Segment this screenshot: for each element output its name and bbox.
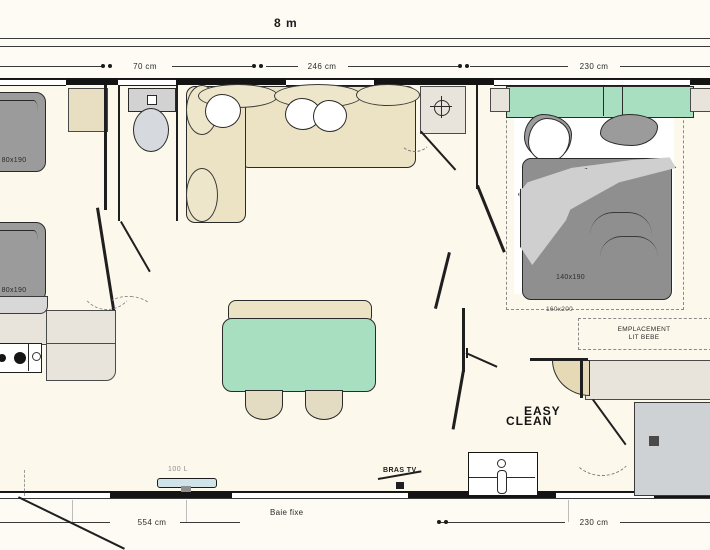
wall-wc-left	[118, 85, 120, 221]
bottom-frame-band	[0, 498, 710, 499]
bunkroom-door-arc	[78, 248, 136, 310]
dining-chair-right	[305, 390, 343, 420]
easy-clean-line1: EASY	[524, 404, 561, 418]
door-handle-mark	[466, 348, 468, 358]
dim-tick-h	[444, 520, 448, 524]
sofa-back-cushion-5	[356, 84, 420, 106]
master-duvet-crease-1	[590, 212, 652, 235]
burner-small	[0, 354, 6, 362]
dim-tick-g	[437, 520, 441, 524]
dim-tick-a	[101, 64, 105, 68]
bed-pillow-right	[600, 114, 658, 146]
overall-width-label: 8 m	[274, 16, 298, 30]
kitchen-counter-top	[0, 310, 48, 345]
wall-bunkroom-right-lower	[104, 208, 107, 210]
dining-table	[222, 318, 376, 392]
tv-bracket-label: BRAS TV	[383, 467, 417, 474]
washbasin-tap	[497, 470, 507, 494]
kitchen-counter-lower	[46, 343, 116, 381]
top-frame-band	[0, 38, 710, 47]
floor-plan-canvas: 8 m 70 cm 246 cm 230 cm 80x190 80x190	[0, 16, 710, 550]
wall-master-left-upper	[476, 85, 478, 189]
dim-tick-b	[108, 64, 112, 68]
water-heater-stand	[181, 486, 191, 492]
dim-tick-f	[465, 64, 469, 68]
shower-head-icon	[649, 436, 659, 446]
ext-tick-3	[568, 500, 569, 522]
dim-line-230cm-bottom-right	[620, 522, 710, 523]
master-duvet-crease-2	[600, 236, 658, 257]
dim-label-70cm: 70 cm	[133, 62, 157, 71]
bay-fixe-label: Baie fixe	[270, 508, 304, 517]
bed-pillow-left-front	[528, 118, 570, 162]
hob-control-knob	[32, 352, 41, 361]
water-heater-label: 100 L	[168, 466, 189, 473]
window-top-left	[0, 79, 66, 86]
wc-bowl	[133, 108, 169, 152]
washbasin-drain	[497, 459, 506, 468]
bunk-upper-blanket-line	[0, 100, 38, 111]
easy-clean-line2: CLEAN	[506, 414, 553, 428]
bathroom-vanity	[585, 360, 710, 400]
wall-hall-vertical	[462, 308, 465, 372]
dim-label-230cm-bottom: 230 cm	[579, 518, 609, 527]
bathroom-wall-top	[530, 358, 588, 361]
wall-wc-right	[176, 85, 178, 221]
dim-label-246cm: 246 cm	[307, 62, 337, 71]
dim-label-230cm-top: 230 cm	[579, 62, 609, 71]
cot-space-line2: LIT BEBE	[628, 334, 660, 341]
dim-tick-d	[259, 64, 263, 68]
dim-line-230cm-right	[620, 66, 710, 67]
shower-cabin	[634, 402, 710, 496]
master-bed-size-label: 140x190	[556, 274, 585, 281]
master-bed-outer-size-label: 160x200	[546, 306, 574, 313]
master-headboard	[506, 86, 694, 118]
dim-line-554cm-left	[0, 522, 110, 523]
hob-divider	[28, 343, 30, 371]
window-top-bedroom	[494, 79, 690, 86]
dim-line-230cm-bottom-left	[440, 522, 565, 523]
dim-tick-c	[252, 64, 256, 68]
bathroom-wall-vertical	[580, 358, 583, 398]
cot-space-zone	[578, 318, 710, 350]
burner-large	[14, 352, 26, 364]
shower-door-arc	[568, 414, 636, 476]
bedside-shelf	[68, 88, 108, 132]
sofa-pillow-3	[313, 100, 347, 132]
bunk-zone-dash-marker	[24, 470, 26, 496]
easy-clean-logo: EASY CLEAN	[506, 404, 566, 430]
corner-door-arc	[398, 122, 432, 152]
dim-line-554cm-right	[180, 522, 240, 523]
ext-tick-2	[186, 500, 187, 522]
crosshair-horizontal	[430, 106, 452, 108]
headboard-seam-2	[622, 86, 624, 116]
dim-line-246cm-right	[348, 66, 458, 67]
wc-flush-button	[147, 95, 157, 105]
sofa-pillow-1	[205, 94, 241, 128]
dim-tick-e	[458, 64, 462, 68]
nightstand-right	[690, 88, 710, 112]
dim-line-70cm-right	[172, 66, 252, 67]
tv-bracket-mount	[396, 482, 404, 489]
nightstand-left	[490, 88, 510, 112]
bunk-lower-label: 80x190	[1, 287, 27, 294]
dim-line-70cm-left	[0, 66, 103, 67]
dining-chair-left	[245, 390, 283, 420]
sofa-back-cushion-2	[186, 168, 218, 222]
window-top-wc	[118, 79, 176, 86]
bunk-upper-label: 80x190	[1, 157, 27, 164]
cot-space-caption: EMPLACEMENT LIT BEBE	[578, 326, 710, 342]
kitchen-overhead-unit	[0, 296, 48, 314]
kitchen-counter-right	[46, 310, 116, 345]
dim-label-554cm: 554 cm	[137, 518, 167, 527]
dim-line-230cm-left	[470, 66, 568, 67]
dim-line-246cm-left	[266, 66, 298, 67]
ext-tick-1	[72, 500, 73, 522]
wall-bunkroom-right	[104, 85, 107, 210]
headboard-seam-1	[603, 86, 605, 116]
bunk-lower-blanket-line	[0, 230, 38, 241]
cot-space-line1: EMPLACEMENT	[617, 326, 671, 333]
